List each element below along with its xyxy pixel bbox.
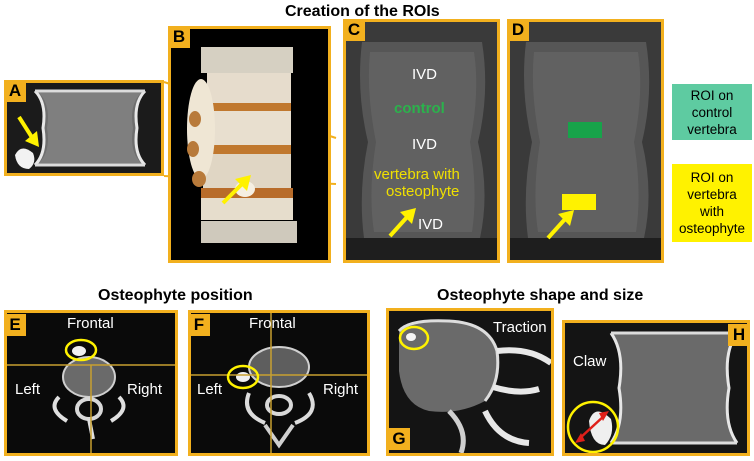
panel-d-vertebra-photo [510,22,661,260]
yellow-circle-marker [398,325,430,351]
panel-letter-b: B [168,26,190,48]
label-vertebra-with: vertebra with [374,166,460,183]
panel-letter-h: H [728,324,750,346]
yellow-arrow-icon [546,210,574,240]
crosshair-lines [191,313,367,453]
panel-e-axial-ct [52,346,126,440]
panel-h: Claw [562,320,750,456]
panel-letter-f: F [188,314,210,336]
panel-letter-e: E [4,314,26,336]
panel-letter-a: A [4,80,26,102]
panel-a [4,80,164,176]
panel-f: Frontal Left Right [188,310,370,456]
yellow-arrow-icon [17,115,39,147]
section-title-shape: Osteophyte shape and size [437,287,644,304]
measurement-arrow [578,414,606,440]
panel-c: IVD control IVD vertebra with osteophyte… [343,19,500,263]
panel-letter-d: D [507,19,529,41]
panel-d [507,19,664,263]
label-right: Right [323,381,359,398]
crosshair-lines [7,364,175,453]
legend-roi-osteophyte: ROI on vertebra with osteophyte [672,164,752,242]
section-title-position: Osteophyte position [98,287,253,304]
panel-letter-g: G [388,428,410,450]
label-left: Left [15,381,41,398]
label-frontal: Frontal [67,315,114,332]
panel-a-ct-image [15,89,147,169]
label-ivd-middle: IVD [412,136,438,153]
panel-letter-c: C [343,19,365,41]
panel-g-sagittal-ct [397,319,551,453]
label-left: Left [197,381,223,398]
label-claw: Claw [573,353,607,370]
label-right: Right [127,381,163,398]
panel-b-3d-spine-image [187,47,297,243]
label-osteophyte: osteophyte [386,183,460,200]
label-ivd-top: IVD [412,66,438,83]
panel-f-axial-ct [236,346,315,449]
label-control: control [394,100,445,117]
roi-control-rect [568,122,602,138]
roi-osteophyte-rect [562,194,596,210]
yellow-circle-marker [226,364,260,390]
label-ivd-bottom: IVD [418,216,444,233]
panel-b [168,26,331,263]
panel-h-ct-image [589,331,739,445]
panel-c-vertebra-photo [346,22,497,260]
legend-roi-control: ROI on control vertebra [672,84,752,140]
panel-e: Frontal Left Right [4,310,178,456]
section-title-rois: Creation of the ROIs [285,3,440,20]
yellow-circle-marker [566,400,620,453]
panel-g: Traction [386,308,554,456]
label-frontal: Frontal [249,315,296,332]
yellow-circle-marker [64,338,98,362]
label-traction: Traction [493,319,547,336]
yellow-arrow-icon [388,208,416,238]
yellow-arrow-icon [221,175,251,205]
